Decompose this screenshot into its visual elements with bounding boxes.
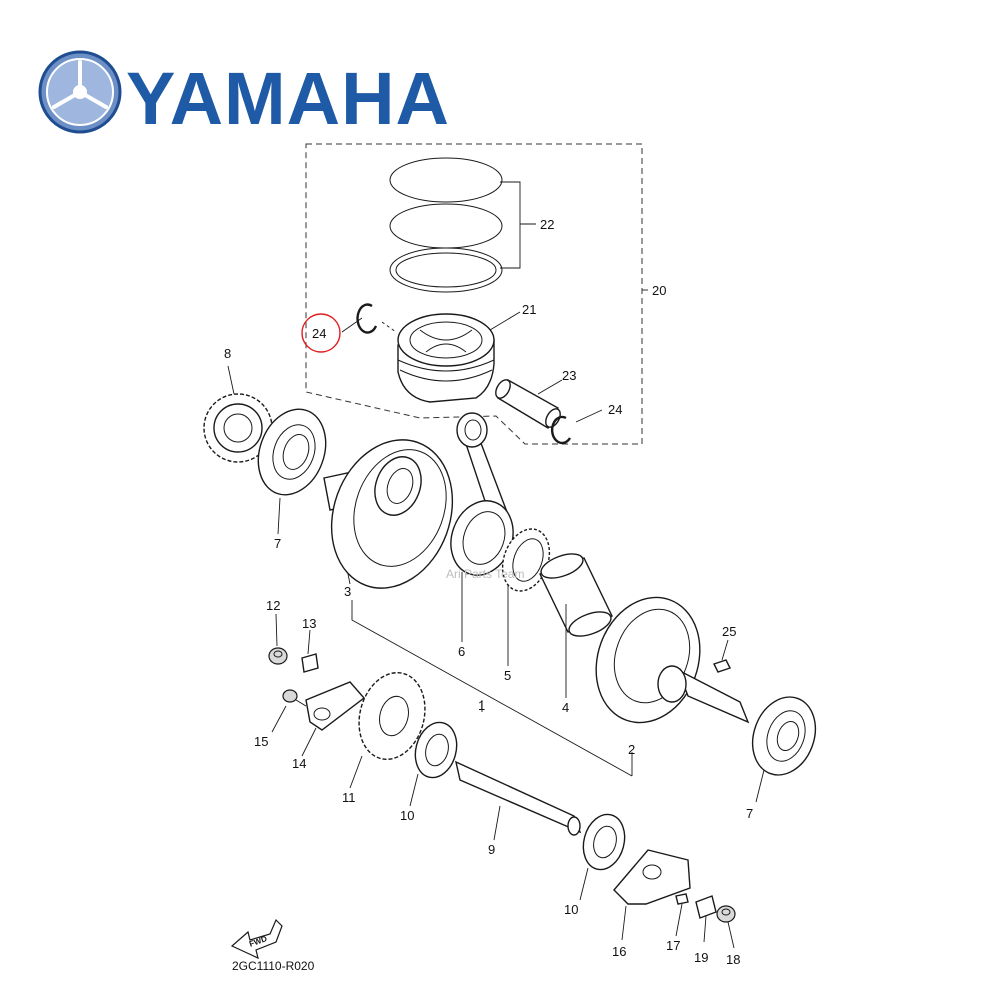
woodruff-key bbox=[713, 659, 731, 673]
circlip-upper bbox=[356, 303, 378, 334]
callout-label: 1 bbox=[478, 698, 485, 713]
bolt-15 bbox=[282, 689, 307, 707]
callout-label: 13 bbox=[302, 616, 316, 631]
callout-label: 24 bbox=[608, 402, 622, 417]
yamaha-logo: YAMAHA bbox=[38, 50, 450, 140]
callout-label: 3 bbox=[344, 584, 351, 599]
callout-label: 7 bbox=[746, 806, 753, 821]
nut-12 bbox=[268, 647, 288, 665]
brand-wordmark: YAMAHA bbox=[126, 57, 450, 140]
callout-label: 2 bbox=[628, 742, 635, 757]
callout-label: 15 bbox=[254, 734, 268, 749]
callout-label: 10 bbox=[400, 808, 414, 823]
crank-wheel-right bbox=[595, 596, 750, 724]
piston-pin bbox=[495, 379, 561, 429]
callout-label: 25 bbox=[722, 624, 736, 639]
piston-kit-boundary bbox=[305, 143, 643, 445]
callout-label: 17 bbox=[666, 938, 680, 953]
highlight-circle bbox=[301, 313, 341, 353]
callout-label: 22 bbox=[540, 217, 554, 232]
nut-18 bbox=[716, 905, 736, 923]
diagram-code: 2GC1110-R020 bbox=[232, 959, 315, 973]
balancer-gear-11 bbox=[358, 671, 426, 761]
callout-label: 5 bbox=[504, 668, 511, 683]
callout-label: 18 bbox=[726, 952, 740, 967]
bearing-10-upper bbox=[414, 721, 458, 779]
tuning-fork-emblem-icon bbox=[38, 50, 122, 134]
bearing-10-lower bbox=[582, 813, 626, 871]
forward-direction-arrow-icon: FWD bbox=[230, 918, 283, 960]
callout-label: 14 bbox=[292, 756, 306, 771]
balancer-weight-16 bbox=[613, 849, 691, 905]
key-17 bbox=[675, 893, 689, 905]
callout-label: 21 bbox=[522, 302, 536, 317]
bearing-right bbox=[751, 696, 817, 776]
callout-label: 9 bbox=[488, 842, 495, 857]
connecting-rod bbox=[450, 412, 514, 576]
callout-label: 12 bbox=[266, 598, 280, 613]
balancer-weight-14 bbox=[305, 681, 366, 731]
callout-label: 19 bbox=[694, 950, 708, 965]
callout-label: 20 bbox=[652, 283, 666, 298]
callout-label: 8 bbox=[224, 346, 231, 361]
circlip-lower bbox=[550, 415, 572, 445]
watermark: Ari Parts Team bbox=[446, 567, 524, 581]
callout-label: 6 bbox=[458, 644, 465, 659]
lock-washer-13 bbox=[301, 653, 319, 673]
callout-label: 16 bbox=[612, 944, 626, 959]
piston bbox=[397, 313, 495, 403]
bearing-left bbox=[257, 408, 327, 496]
needle-bearing bbox=[501, 528, 551, 592]
piston-ring-set bbox=[389, 157, 503, 293]
balancer-shaft-9 bbox=[455, 760, 582, 836]
crank-wheel-left bbox=[323, 439, 454, 589]
lock-washer-19 bbox=[695, 895, 717, 919]
callout-label: 11 bbox=[342, 790, 356, 805]
timing-gear bbox=[203, 393, 273, 463]
assembly-bracket bbox=[351, 600, 633, 777]
callout-label-highlighted: 24 bbox=[312, 326, 326, 341]
crank-pin bbox=[539, 553, 613, 637]
callout-label: 7 bbox=[274, 536, 281, 551]
callout-label: 23 bbox=[562, 368, 576, 383]
callout-label: 10 bbox=[564, 902, 578, 917]
callout-label: 4 bbox=[562, 700, 569, 715]
